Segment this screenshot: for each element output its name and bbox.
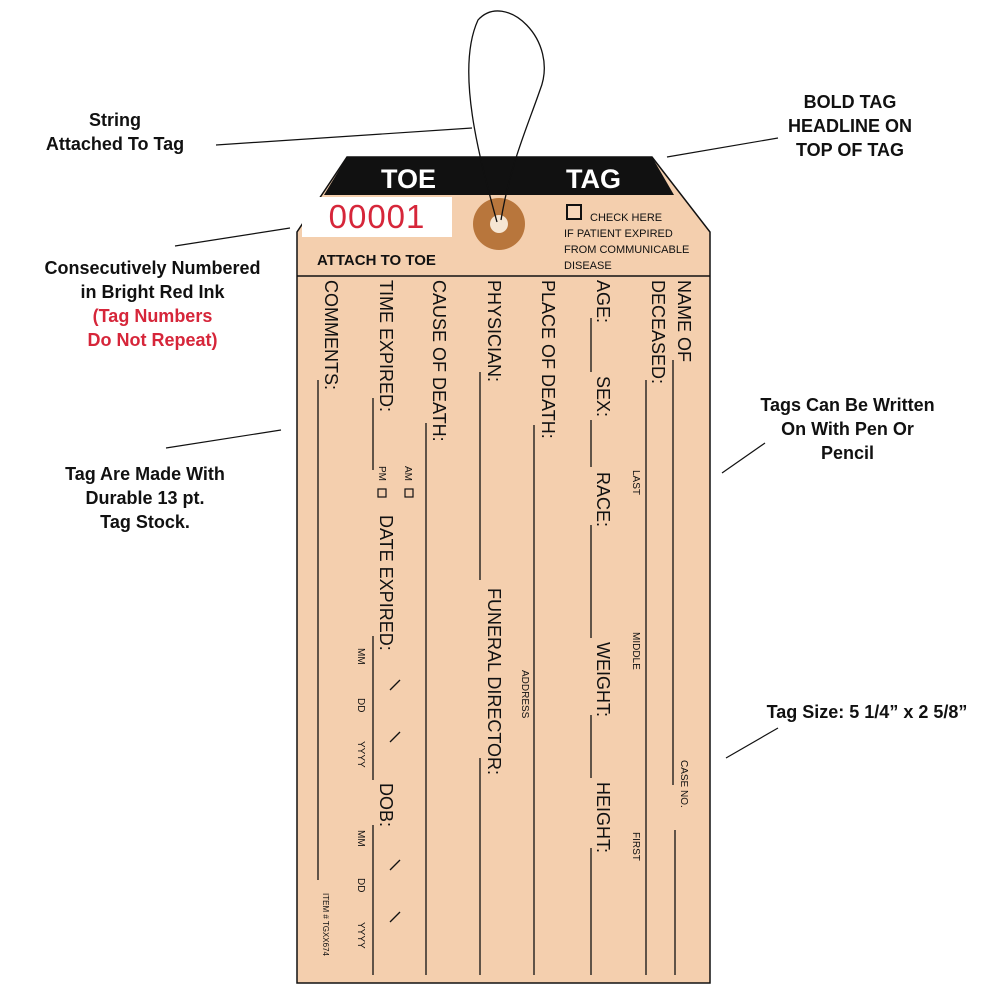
callout-stock-line1: Tag Are Made With <box>65 464 225 484</box>
label-item-number: ITEM # TGXX674 <box>321 893 330 956</box>
leader-writable <box>721 442 766 474</box>
callout-string-line1: String <box>89 110 141 130</box>
label-height: HEIGHT: <box>593 782 613 854</box>
communicable-text: CHECK HERE IF PATIENT EXPIRED FROM COMMU… <box>564 210 704 274</box>
label-age: AGE: <box>593 280 613 324</box>
label-cause-of-death: CAUSE OF DEATH: <box>429 280 449 442</box>
label-deceased: DECEASED: <box>648 280 668 385</box>
label-sex: SEX: <box>593 376 613 418</box>
label-address: ADDRESS <box>519 670 530 719</box>
label-physician: PHYSICIAN: <box>484 280 504 383</box>
label-dob: DOB: <box>376 783 396 828</box>
label-race: RACE: <box>593 472 613 528</box>
callout-writable-line2: On With Pen Or <box>781 419 914 439</box>
dob-slash-1 <box>389 859 401 871</box>
fill-in-lines <box>317 318 676 975</box>
communicable-checkbox[interactable] <box>566 204 582 220</box>
date-slash-1 <box>389 679 401 691</box>
label-am: AM <box>402 466 413 481</box>
label-dob-dd: DD <box>355 878 366 893</box>
callout-number-line1: Consecutively Numbered <box>44 258 261 278</box>
label-pm: PM <box>376 466 387 481</box>
callout-number-note2: Do Not Repeat) <box>87 330 218 350</box>
callout-size-text: Tag Size: 5 1/4” x 2 5/8” <box>766 702 968 722</box>
callout-headline-line2: HEADLINE ON <box>787 116 912 136</box>
label-date-dd: DD <box>355 698 366 713</box>
am-checkbox[interactable] <box>404 488 414 498</box>
label-funeral-director: FUNERAL DIRECTOR: <box>484 588 504 776</box>
band-toe: TOE <box>381 164 437 194</box>
label-dob-yyyy: YYYY <box>355 922 366 949</box>
label-date-yyyy: YYYY <box>355 741 366 768</box>
dob-slash-2 <box>389 911 401 923</box>
label-case-no: CASE NO. <box>678 760 689 808</box>
leader-lines <box>165 127 779 759</box>
label-first: FIRST <box>630 832 641 861</box>
label-weight: WEIGHT: <box>593 642 613 717</box>
callout-writable-line1: Tags Can Be Written <box>760 395 935 415</box>
callout-number-note1: (Tag Numbers <box>92 306 213 326</box>
callout-string-line2: Attached To Tag <box>45 134 185 154</box>
callout-number: Consecutively Numbered in Bright Red Ink… <box>20 256 285 352</box>
check-text-2: FROM COMMUNICABLE <box>564 244 690 256</box>
date-slash-2 <box>389 731 401 743</box>
callout-headline-line1: BOLD TAG <box>803 92 897 112</box>
check-label: CHECK HERE <box>590 212 663 224</box>
label-comments: COMMENTS: <box>321 280 341 390</box>
check-text-1: IF PATIENT EXPIRED <box>564 228 673 240</box>
leader-number <box>174 227 291 247</box>
label-time-expired: TIME EXPIRED: <box>376 280 396 413</box>
pm-checkbox[interactable] <box>377 488 387 498</box>
label-dob-mm: MM <box>355 830 366 847</box>
string-loop <box>468 10 545 223</box>
callout-stock-line3: Tag Stock. <box>100 512 190 532</box>
leader-stock <box>165 429 282 449</box>
label-middle: MIDDLE <box>630 632 641 670</box>
headline-band <box>324 157 674 195</box>
label-date-mm: MM <box>355 648 366 665</box>
leader-string <box>215 127 473 146</box>
label-date-expired: DATE EXPIRED: <box>376 515 396 651</box>
callout-number-line2: in Bright Red Ink <box>80 282 225 302</box>
leader-size <box>725 727 779 759</box>
callout-headline: BOLD TAG HEADLINE ON TOP OF TAG <box>760 90 940 162</box>
leader-headline <box>666 137 779 158</box>
callout-stock: Tag Are Made With Durable 13 pt. Tag Sto… <box>30 462 260 534</box>
callout-stock-line2: Durable 13 pt. <box>85 488 205 508</box>
callout-size: Tag Size: 5 1/4” x 2 5/8” <box>742 700 992 724</box>
callout-writable-line3: Pencil <box>820 443 875 463</box>
callout-headline-line3: TOP OF TAG <box>795 140 904 160</box>
label-place-of-death: PLACE OF DEATH: <box>538 280 558 439</box>
eyelet-hole <box>490 215 508 233</box>
callout-writable: Tags Can Be Written On With Pen Or Penci… <box>740 393 955 465</box>
band-tag: TAG <box>566 164 621 194</box>
serial-number: 00001 <box>302 197 452 237</box>
attach-to-toe: ATTACH TO TOE <box>317 252 436 269</box>
label-name-of: NAME OF <box>674 280 694 363</box>
label-last: LAST <box>630 470 641 496</box>
callout-string: String Attached To Tag <box>20 108 210 156</box>
check-text-3: DISEASE <box>564 260 612 272</box>
